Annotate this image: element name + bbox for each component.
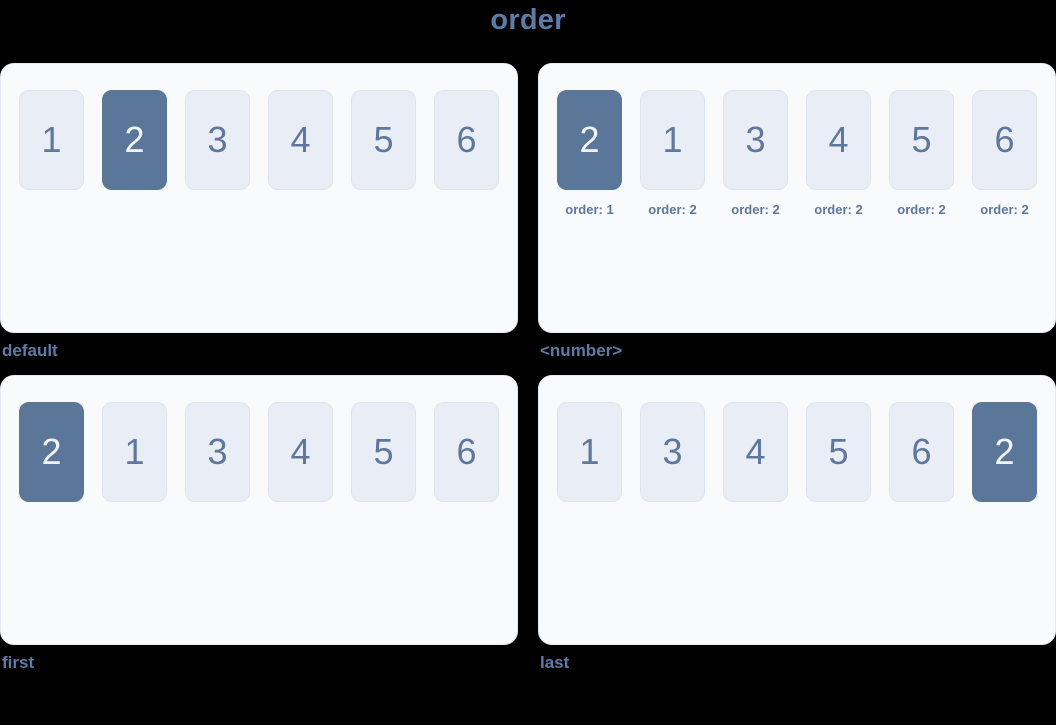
flex-item: 6 (434, 90, 499, 190)
flex-item: 3 (640, 402, 705, 502)
flex-item: 4 (806, 90, 871, 190)
flex-item: 5 (806, 402, 871, 502)
flex-item: 4 (268, 402, 333, 502)
flex-item-cell: 5 (351, 402, 416, 502)
flex-item: 3 (185, 90, 250, 190)
flex-item: 5 (889, 90, 954, 190)
flex-item: 4 (723, 402, 788, 502)
order-value-label: order: 2 (980, 202, 1029, 217)
flex-item-cell: 1 order: 2 (640, 90, 705, 218)
order-value-label: order: 2 (731, 202, 780, 217)
panel-caption: default (2, 341, 58, 360)
flex-item: 3 (185, 402, 250, 502)
flex-item-cell: 6 (889, 402, 954, 502)
flex-item-cell: 6 order: 2 (972, 90, 1037, 218)
flex-item: 6 (434, 402, 499, 502)
flex-item: 1 (102, 402, 167, 502)
flex-item-cell: 2 (102, 90, 167, 190)
flex-item: 5 (351, 90, 416, 190)
flex-item: 6 (889, 402, 954, 502)
flex-item: 3 (723, 90, 788, 190)
order-value-label: order: 2 (648, 202, 697, 217)
flex-item-cell: 1 (19, 90, 84, 190)
panel-caption: first (2, 653, 35, 672)
flex-item-cell: 5 (351, 90, 416, 190)
flex-item-cell: 2 (19, 402, 84, 502)
flex-item: 4 (268, 90, 333, 190)
flex-item-cell: 2 order: 1 (557, 90, 622, 218)
flex-item-cell: 3 (185, 90, 250, 190)
flex-item-cell: 4 (723, 402, 788, 502)
order-value-label: order: 2 (814, 202, 863, 217)
flex-container: 2 order: 1 1 order: 2 3 order: 2 4 order: 2 5 ord… (557, 90, 1037, 218)
flex-item-cell: 4 (268, 402, 333, 502)
order-value-label: order: 2 (897, 202, 946, 217)
flex-item-highlighted: 2 (972, 402, 1037, 502)
panel-caption: last (540, 653, 570, 672)
flex-item-cell: 4 (268, 90, 333, 190)
panel-caption: <number> (540, 341, 623, 360)
flex-item-highlighted: 2 (557, 90, 622, 190)
flex-item-cell: 3 (185, 402, 250, 502)
flex-item-cell: 1 (102, 402, 167, 502)
flex-item: 1 (19, 90, 84, 190)
flex-item-cell: 6 (434, 90, 499, 190)
flex-item-cell: 5 order: 2 (889, 90, 954, 218)
flex-item-highlighted: 2 (102, 90, 167, 190)
flex-item: 5 (351, 402, 416, 502)
flex-item-cell: 3 order: 2 (723, 90, 788, 218)
panel-group-number: 2 order: 1 1 order: 2 3 order: 2 4 order: 2 5 ord… (538, 63, 1056, 361)
flex-item-highlighted: 2 (19, 402, 84, 502)
flex-demo-panel-number: 2 order: 1 1 order: 2 3 order: 2 4 order: 2 5 ord… (538, 63, 1056, 333)
flex-item: 1 (557, 402, 622, 502)
flex-item-cell: 2 (972, 402, 1037, 502)
flex-item: 6 (972, 90, 1037, 190)
flex-item-cell: 4 order: 2 (806, 90, 871, 218)
order-value-label: order: 1 (565, 202, 614, 217)
page-title: order (490, 4, 566, 36)
flex-item: 1 (640, 90, 705, 190)
flex-item-cell: 5 (806, 402, 871, 502)
flex-item-cell: 1 (557, 402, 622, 502)
flex-item-cell: 3 (640, 402, 705, 502)
flex-item-cell: 6 (434, 402, 499, 502)
